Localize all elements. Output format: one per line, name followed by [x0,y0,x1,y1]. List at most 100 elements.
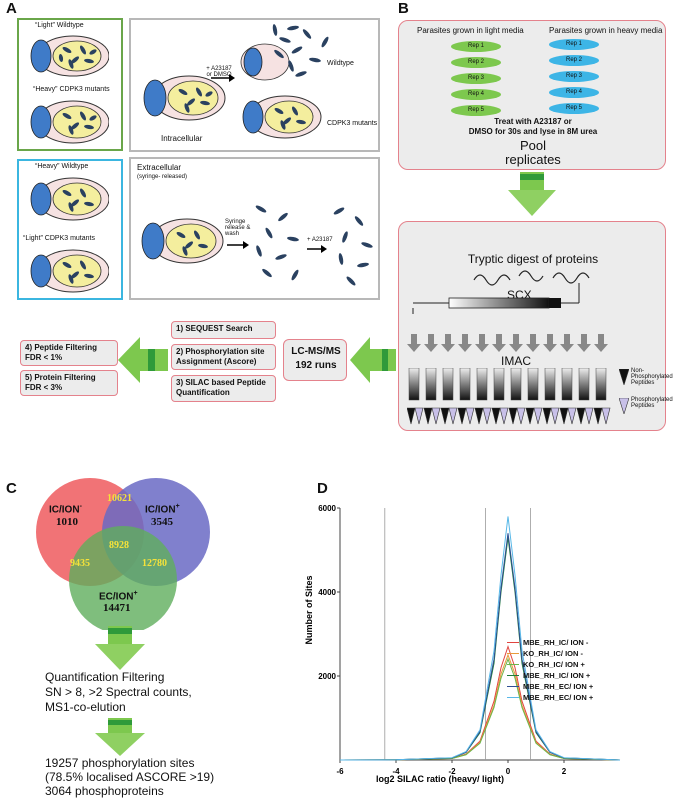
heavy-rep-1: Rep 1 [549,39,599,50]
panel-label-c: C [6,480,17,497]
chart-legend: MBE_RH_IC/ ION - KO_RH_IC/ ION -KO_RH_IC/… [507,637,593,703]
treat-line-2: DMSO for 30s and lyse in 8M urea [468,127,598,136]
arrow-left-icon [118,337,168,383]
legend-label: MBE_RH_EC/ ION + [523,693,594,702]
phospho-label: Phosphorylated Peptides [631,397,673,409]
heavy-rep-3: Rep 3 [549,71,599,82]
a23187-label: + A23187 [307,237,333,243]
heavy-wildtype-box: “Heavy” Wildtype “Light” CDPK3 mutants [17,159,123,300]
arrow-right-icon [211,74,235,82]
silac-ratio-chart: -6 -4 -2 0 2 2000 4000 6000 Number of Sites log… [304,504,621,784]
legend-item: MBE_RH_EC/ ION + [507,692,593,703]
result-sites: 19257 phosphorylation sites [45,756,195,770]
venn-overlap-right: 12780 [142,558,167,569]
box2-top-label: “Heavy” Wildtype [35,163,89,170]
extracellular-box: Extracellular (syringe- released) Syring… [129,157,380,300]
host-cell-icon [141,218,224,264]
protein-fdr-label: FDR < 3% [25,383,63,392]
x-tick-label: -2 [448,767,456,776]
venn-ic-ion-plus-value: 3545 [151,516,173,528]
peptide-squiggles-icon [473,270,590,286]
venn-ic-ion-plus-label: IC/ION+ [145,503,180,516]
chart-reference-lines [384,508,531,760]
imac-columns-icon [407,368,611,425]
chart-series [339,516,621,761]
intracellular-label: Intracellular [161,134,203,143]
chart-xlabel: log2 SILAC ratio (heavy/ light) [376,774,504,784]
y-tick-label: 2000 [318,672,336,681]
result-localised: (78.5% localised ASCORE >19) [45,770,215,784]
panel-label-a: A [6,0,17,17]
fractionation-box: Tryptic digest of proteins SCX IMAC [398,221,673,431]
host-cell-icon [30,35,109,77]
host-cell-icon [242,95,322,139]
x-tick-label: 2 [562,767,567,776]
x-tick-label: 0 [506,767,511,776]
panel-label-b: B [398,0,409,17]
legend-swatch [507,652,519,655]
venn-diagram [36,478,210,630]
protein-filter-label: 5) Protein Filtering [25,373,96,382]
legend-swatch [507,696,519,699]
light-rep-2: Rep 2 [451,57,501,68]
venn-ec-ion-plus-value: 14471 [103,602,131,614]
light-rep-4: Rep 4 [451,89,501,100]
x-tick-label: -4 [392,767,400,776]
lcms-box: LC-MS/MS 192 runs [283,339,347,381]
heavy-rep-4: Rep 4 [549,87,599,98]
legend-label: MBE_RH_EC/ ION + [523,682,594,691]
box1-top-label: “Light” Wildtype [35,22,84,29]
treat-line-1: Treat with A23187 or [494,117,572,126]
legend-label: MBE_RH_IC/ ION - [523,638,589,647]
legend-item: MBE_RH_IC/ ION + [507,670,593,681]
tube-light-icon [619,398,629,414]
venn-ic-ion-minus-label: IC/ION- [49,503,82,516]
syringe-wash-label: Syringe release & wash [225,219,251,237]
host-cell-icon [30,100,109,144]
step-phospho-assignment: 2) Phosphorylation site Assignment (Asco… [171,344,276,370]
tryptic-digest-label: Tryptic digest of proteins [467,252,599,266]
y-tick-label: 4000 [318,588,336,597]
box1-bottom-label: “Heavy” CDPK3 mutants [33,86,110,93]
series-line [339,516,621,761]
replicates-label: replicates [505,152,561,167]
syringe-released-label: (syringe- released) [137,174,188,180]
legend-swatch [507,663,519,666]
light-media-title: Parasites grown in light media [417,26,524,35]
legend-item: MBE_RH_IC/ ION - [507,637,593,648]
scx-column-icon [412,283,580,314]
host-cell-icon [30,177,109,221]
arrow-down-icon [95,626,145,670]
heavy-media-title: Parasites grown in heavy media [549,26,663,35]
venn-ic-ion-minus-value: 1010 [56,516,78,528]
arrow-down-icon [95,718,145,756]
activated-parasites-icon [333,207,373,286]
host-cell-icon [143,75,226,121]
legend-label: KO_RH_IC/ ION - [523,649,584,658]
results-text: 19257 phosphorylation sites (78.5% local… [45,756,214,798]
x-tick-label: -6 [336,767,344,776]
venn-circle-ec-ion-plus [69,526,177,630]
box2-bottom-label: “Light” CDPK3 mutants [23,235,95,242]
peptide-filter-box: 4) Peptide Filtering FDR < 1% [20,340,118,366]
legend-swatch [507,674,519,677]
sample-prep-box: Parasites grown in light media Parasites… [398,20,666,170]
quant-filtering-line2: SN > 8, >2 Spectral counts, [45,685,192,699]
light-rep-3: Rep 3 [451,73,501,84]
legend-item: KO_RH_IC/ ION + [507,659,593,670]
wildtype-label: Wildtype [327,60,354,67]
legend-item: MBE_RH_EC/ ION + [507,681,593,692]
quant-filtering-line1: Quantification Filtering [45,670,165,684]
arrow-right-icon [227,241,249,249]
step-silac-quant: 3) SILAC based Peptide Quantification [171,375,276,402]
peptide-fdr-label: FDR < 1% [25,353,63,362]
heavy-rep-5: Rep 5 [549,103,599,114]
y-tick-label: 6000 [318,504,336,513]
legend-swatch [507,685,519,688]
chart-ylabel: Number of Sites [304,575,314,644]
series-line [339,657,621,761]
panel-label-d: D [317,480,328,497]
venn-ec-ion-plus-label: EC/ION+ [99,590,138,603]
arrow-right-icon [307,245,327,253]
lcms-label: LC-MS/MS [291,346,341,357]
